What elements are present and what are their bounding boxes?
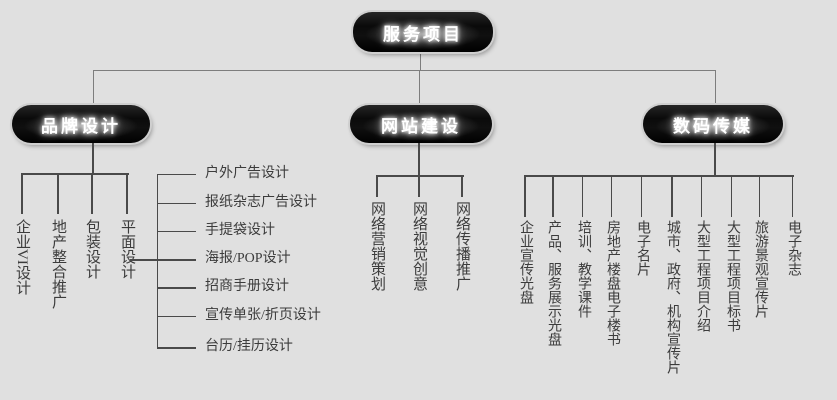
root-node: 服务项目 [353, 12, 493, 52]
connector-sublist-tick [157, 231, 196, 232]
connector-web-drop [419, 70, 420, 105]
connector-digital-child-drop [552, 175, 554, 217]
connector-digital-child-drop [671, 175, 673, 217]
branch-node-brand-design-label: 品牌设计 [41, 116, 121, 136]
digital-child-label: 城市、政府、机构宣传片 [665, 220, 680, 374]
connector-sublist-tick [157, 287, 196, 289]
web-child-label: 网络传播推广 [454, 201, 470, 291]
sublist-item-label: 宣传单张/折页设计 [205, 308, 321, 323]
connector-sublist-tick [157, 316, 196, 317]
connector-graphic-design-link [130, 259, 196, 261]
sublist-item-label: 台历/挂历设计 [205, 339, 293, 354]
digital-child-label: 产品、服务展示光盘 [546, 220, 561, 346]
digital-child-label: 电子杂志 [786, 220, 801, 276]
connector-sublist-tick [157, 203, 196, 204]
brand-child-label: 平面设计 [119, 219, 135, 279]
digital-child-label: 大型工程项目介绍 [695, 220, 710, 332]
branch-node-website: 网站建设 [350, 105, 492, 143]
root-node-label: 服务项目 [383, 24, 463, 44]
connector-digital-child-drop [524, 175, 526, 217]
branch-node-digital-media: 数码传媒 [643, 105, 783, 143]
digital-child-label: 企业宣传光盘 [518, 220, 533, 304]
connector-brand-child-drop [126, 173, 128, 214]
connector-digital-drop [715, 70, 716, 105]
sublist-item-label: 招商手册设计 [205, 279, 289, 294]
brand-child-label: 企业VI设计 [14, 219, 30, 295]
connector-brand-bracket [21, 173, 129, 175]
sublist-item-label: 报纸杂志广告设计 [205, 195, 317, 210]
digital-child-label: 电子名片 [635, 220, 650, 276]
connector-brand-stem [92, 143, 94, 173]
digital-child-label: 大型工程项目标书 [725, 220, 740, 332]
connector-root-stem [420, 52, 421, 70]
sublist-item-label: 手提袋设计 [205, 223, 275, 238]
connector-brand-child-drop [91, 173, 93, 214]
digital-child-label: 旅游景观宣传片 [753, 220, 768, 318]
web-child-label: 网络营销策划 [369, 201, 385, 291]
connector-web-bracket [376, 175, 464, 177]
connector-web-stem [418, 143, 420, 175]
brand-child-label: 地产整合推广 [50, 219, 66, 309]
connector-digital-child-drop [759, 175, 760, 217]
branch-node-digital-media-label: 数码传媒 [673, 116, 753, 136]
connector-digital-child-drop [641, 175, 642, 217]
connector-digital-stem [714, 143, 716, 175]
connector-sublist-tick [157, 347, 196, 349]
sublist-item-label: 海报/POP设计 [205, 251, 291, 266]
connector-digital-child-drop [731, 175, 732, 217]
connector-brand-child-drop [57, 173, 59, 214]
connector-top-bracket [93, 70, 716, 71]
digital-child-label: 培训、教学课件 [576, 220, 591, 318]
connector-digital-child-drop [582, 175, 583, 217]
branch-node-website-label: 网站建设 [381, 116, 461, 136]
digital-child-label: 房地产楼盘电子楼书 [605, 220, 620, 346]
branch-node-brand-design: 品牌设计 [12, 105, 150, 143]
connector-sublist-spine [157, 174, 158, 348]
connector-digital-child-drop [701, 175, 702, 217]
connector-brand-child-drop [21, 173, 23, 214]
brand-child-label: 包装设计 [84, 219, 100, 279]
connector-digital-bracket [524, 175, 794, 177]
connector-web-child-drop [461, 175, 463, 197]
sublist-item-label: 户外广告设计 [205, 166, 289, 181]
connector-web-child-drop [376, 175, 378, 197]
connector-digital-child-drop [611, 175, 612, 217]
connector-web-child-drop [418, 175, 420, 197]
web-child-label: 网络视觉创意 [411, 201, 427, 291]
connector-sublist-tick [157, 174, 196, 175]
connector-brand-drop [93, 70, 94, 105]
connector-digital-child-drop [792, 175, 793, 217]
